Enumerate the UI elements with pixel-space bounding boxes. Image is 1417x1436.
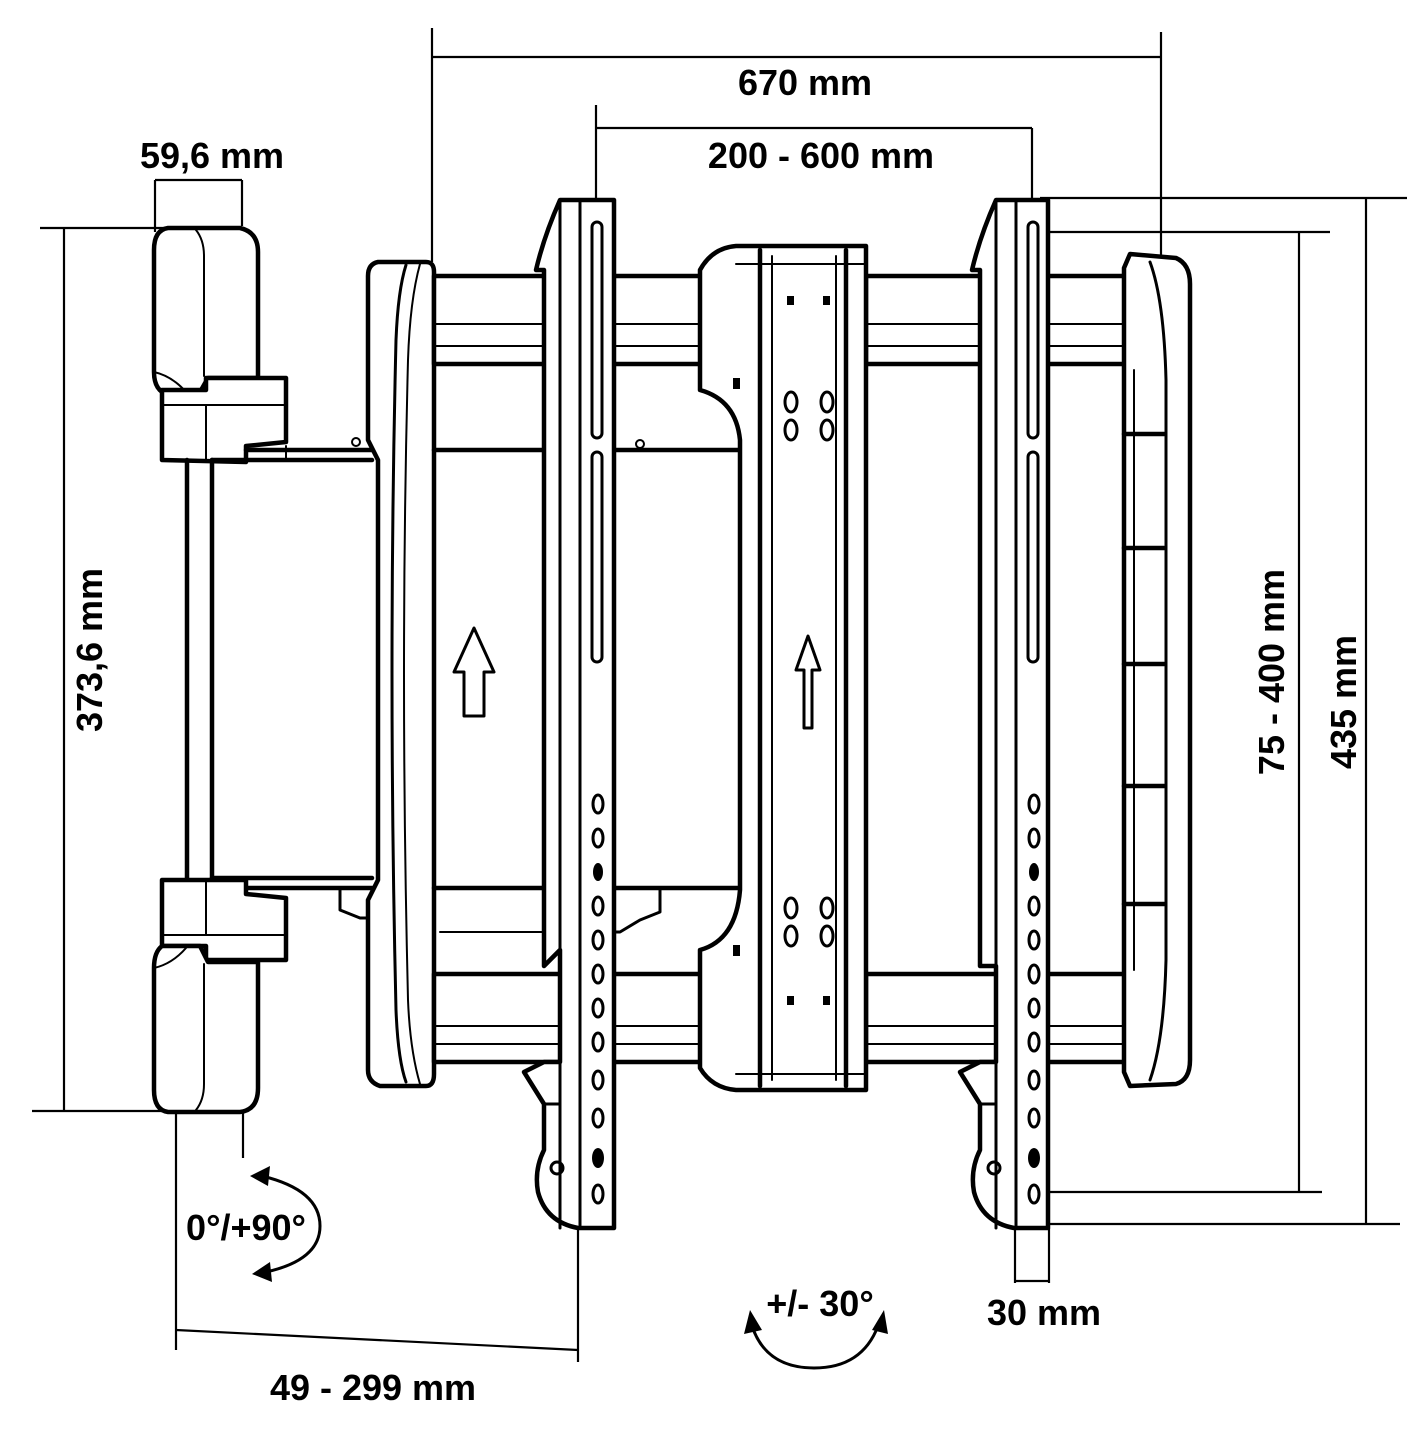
- wall-distance-label: 49 - 299 mm: [270, 1367, 476, 1408]
- swivel-rotation-arrow: [250, 1166, 322, 1282]
- arm-height-label: 373,6 mm: [69, 568, 110, 732]
- tilt-angle-label: +/- 30°: [766, 1283, 873, 1324]
- overall-width-label: 670 mm: [738, 62, 872, 103]
- tilt-rotation-arrow: [744, 1310, 888, 1370]
- arm-width-label: 59,6 mm: [140, 135, 284, 176]
- center-plate: [697, 243, 869, 1093]
- overall-height-label: 435 mm: [1323, 635, 1364, 769]
- vesa-vertical-label: 75 - 400 mm: [1251, 569, 1292, 775]
- rail-holes: [1027, 793, 1041, 1205]
- right-frame: [1121, 251, 1193, 1089]
- up-arrow-icon: [794, 634, 822, 730]
- swivel-angle-label: 0°/+90°: [186, 1207, 306, 1248]
- rotation-arrow-icon: [260, 1174, 322, 1274]
- dimension-labels: 670 mm 200 - 600 mm 59,6 mm 373,6 mm 75 …: [69, 62, 1364, 1408]
- rotation-arrow-icon: [750, 1324, 880, 1370]
- right-vertical-rail: [957, 197, 1051, 1231]
- dimension-lines: [32, 28, 1407, 1362]
- up-arrow-icon: [452, 626, 496, 718]
- rail-width-label: 30 mm: [987, 1292, 1101, 1333]
- vesa-horizontal-label: 200 - 600 mm: [708, 135, 934, 176]
- left-vertical-rail: [521, 197, 617, 1231]
- side-arm: [151, 225, 375, 1115]
- ladder-rungs: [1121, 431, 1167, 907]
- rail-holes: [591, 793, 605, 1205]
